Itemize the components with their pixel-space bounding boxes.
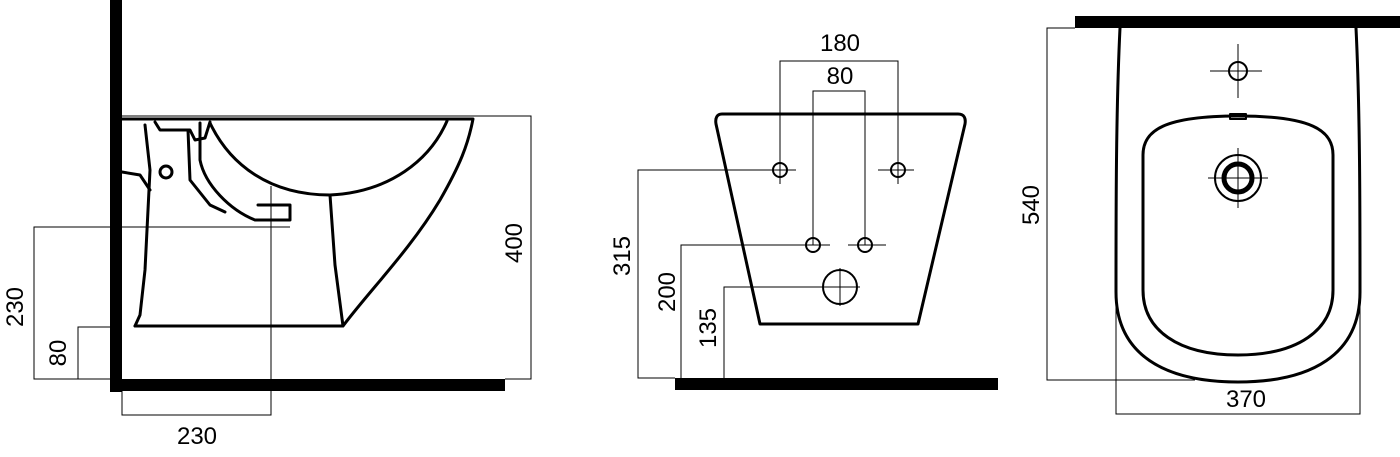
- top-view-dim-540-line: [1046, 27, 1195, 381]
- side-view-rear-block: [133, 123, 152, 328]
- side-view-dim-400-line: [122, 115, 532, 380]
- side-view-fixing-hole: [158, 164, 174, 180]
- side-view: 400 230 80 230: [2, 0, 532, 450]
- back-view-dim-180-line: [779, 60, 899, 170]
- side-view-front-wall: [328, 193, 345, 328]
- top-view-overflow: [1229, 113, 1247, 120]
- back-view-dim-200-line: [680, 244, 813, 378]
- side-view-basin-inner: [198, 121, 292, 222]
- back-view-dim-315: 315: [609, 236, 636, 276]
- side-view-dim-230-vertical: 230: [2, 287, 29, 327]
- side-view-floor: [110, 379, 505, 391]
- side-view-dim-230-horizontal: 230: [177, 423, 217, 450]
- back-view-dim-135-line: [723, 286, 840, 378]
- side-view-dim-80: 80: [45, 340, 72, 367]
- top-view-bowl-outline: [1141, 114, 1335, 357]
- back-view-bidet-outline: [714, 112, 967, 326]
- back-view: 180 80 315 200 135: [609, 30, 998, 390]
- side-view-bowl-curve: [208, 119, 449, 197]
- back-view-dim-180: 180: [820, 30, 860, 57]
- side-view-dim-80-line: [77, 326, 122, 379]
- top-view-dim-370: 370: [1226, 386, 1266, 413]
- side-view-dim-230b-line: [121, 186, 272, 416]
- top-view-dim-540: 540: [1018, 185, 1045, 225]
- top-view-dim-370-line: [1115, 300, 1361, 415]
- back-view-floor: [675, 378, 998, 390]
- back-view-dim-80-line: [812, 90, 866, 245]
- back-view-dim-200: 200: [654, 272, 681, 312]
- top-view-wall: [1075, 16, 1400, 28]
- top-view-bidet-outline: [1114, 26, 1362, 384]
- side-view-dim-230-line: [33, 226, 290, 380]
- top-view: 540 370: [1018, 16, 1400, 415]
- side-view-dim-400: 400: [501, 223, 528, 263]
- back-view-dim-135: 135: [695, 308, 722, 348]
- side-view-rear-bump: [120, 170, 152, 192]
- side-view-wall: [110, 0, 122, 392]
- back-view-dim-315-line: [637, 169, 780, 379]
- back-view-dim-80: 80: [827, 63, 854, 90]
- side-view-tap-body: [153, 120, 212, 142]
- side-view-tap-arm: [186, 128, 227, 214]
- side-view-bidet-outline: [120, 117, 475, 328]
